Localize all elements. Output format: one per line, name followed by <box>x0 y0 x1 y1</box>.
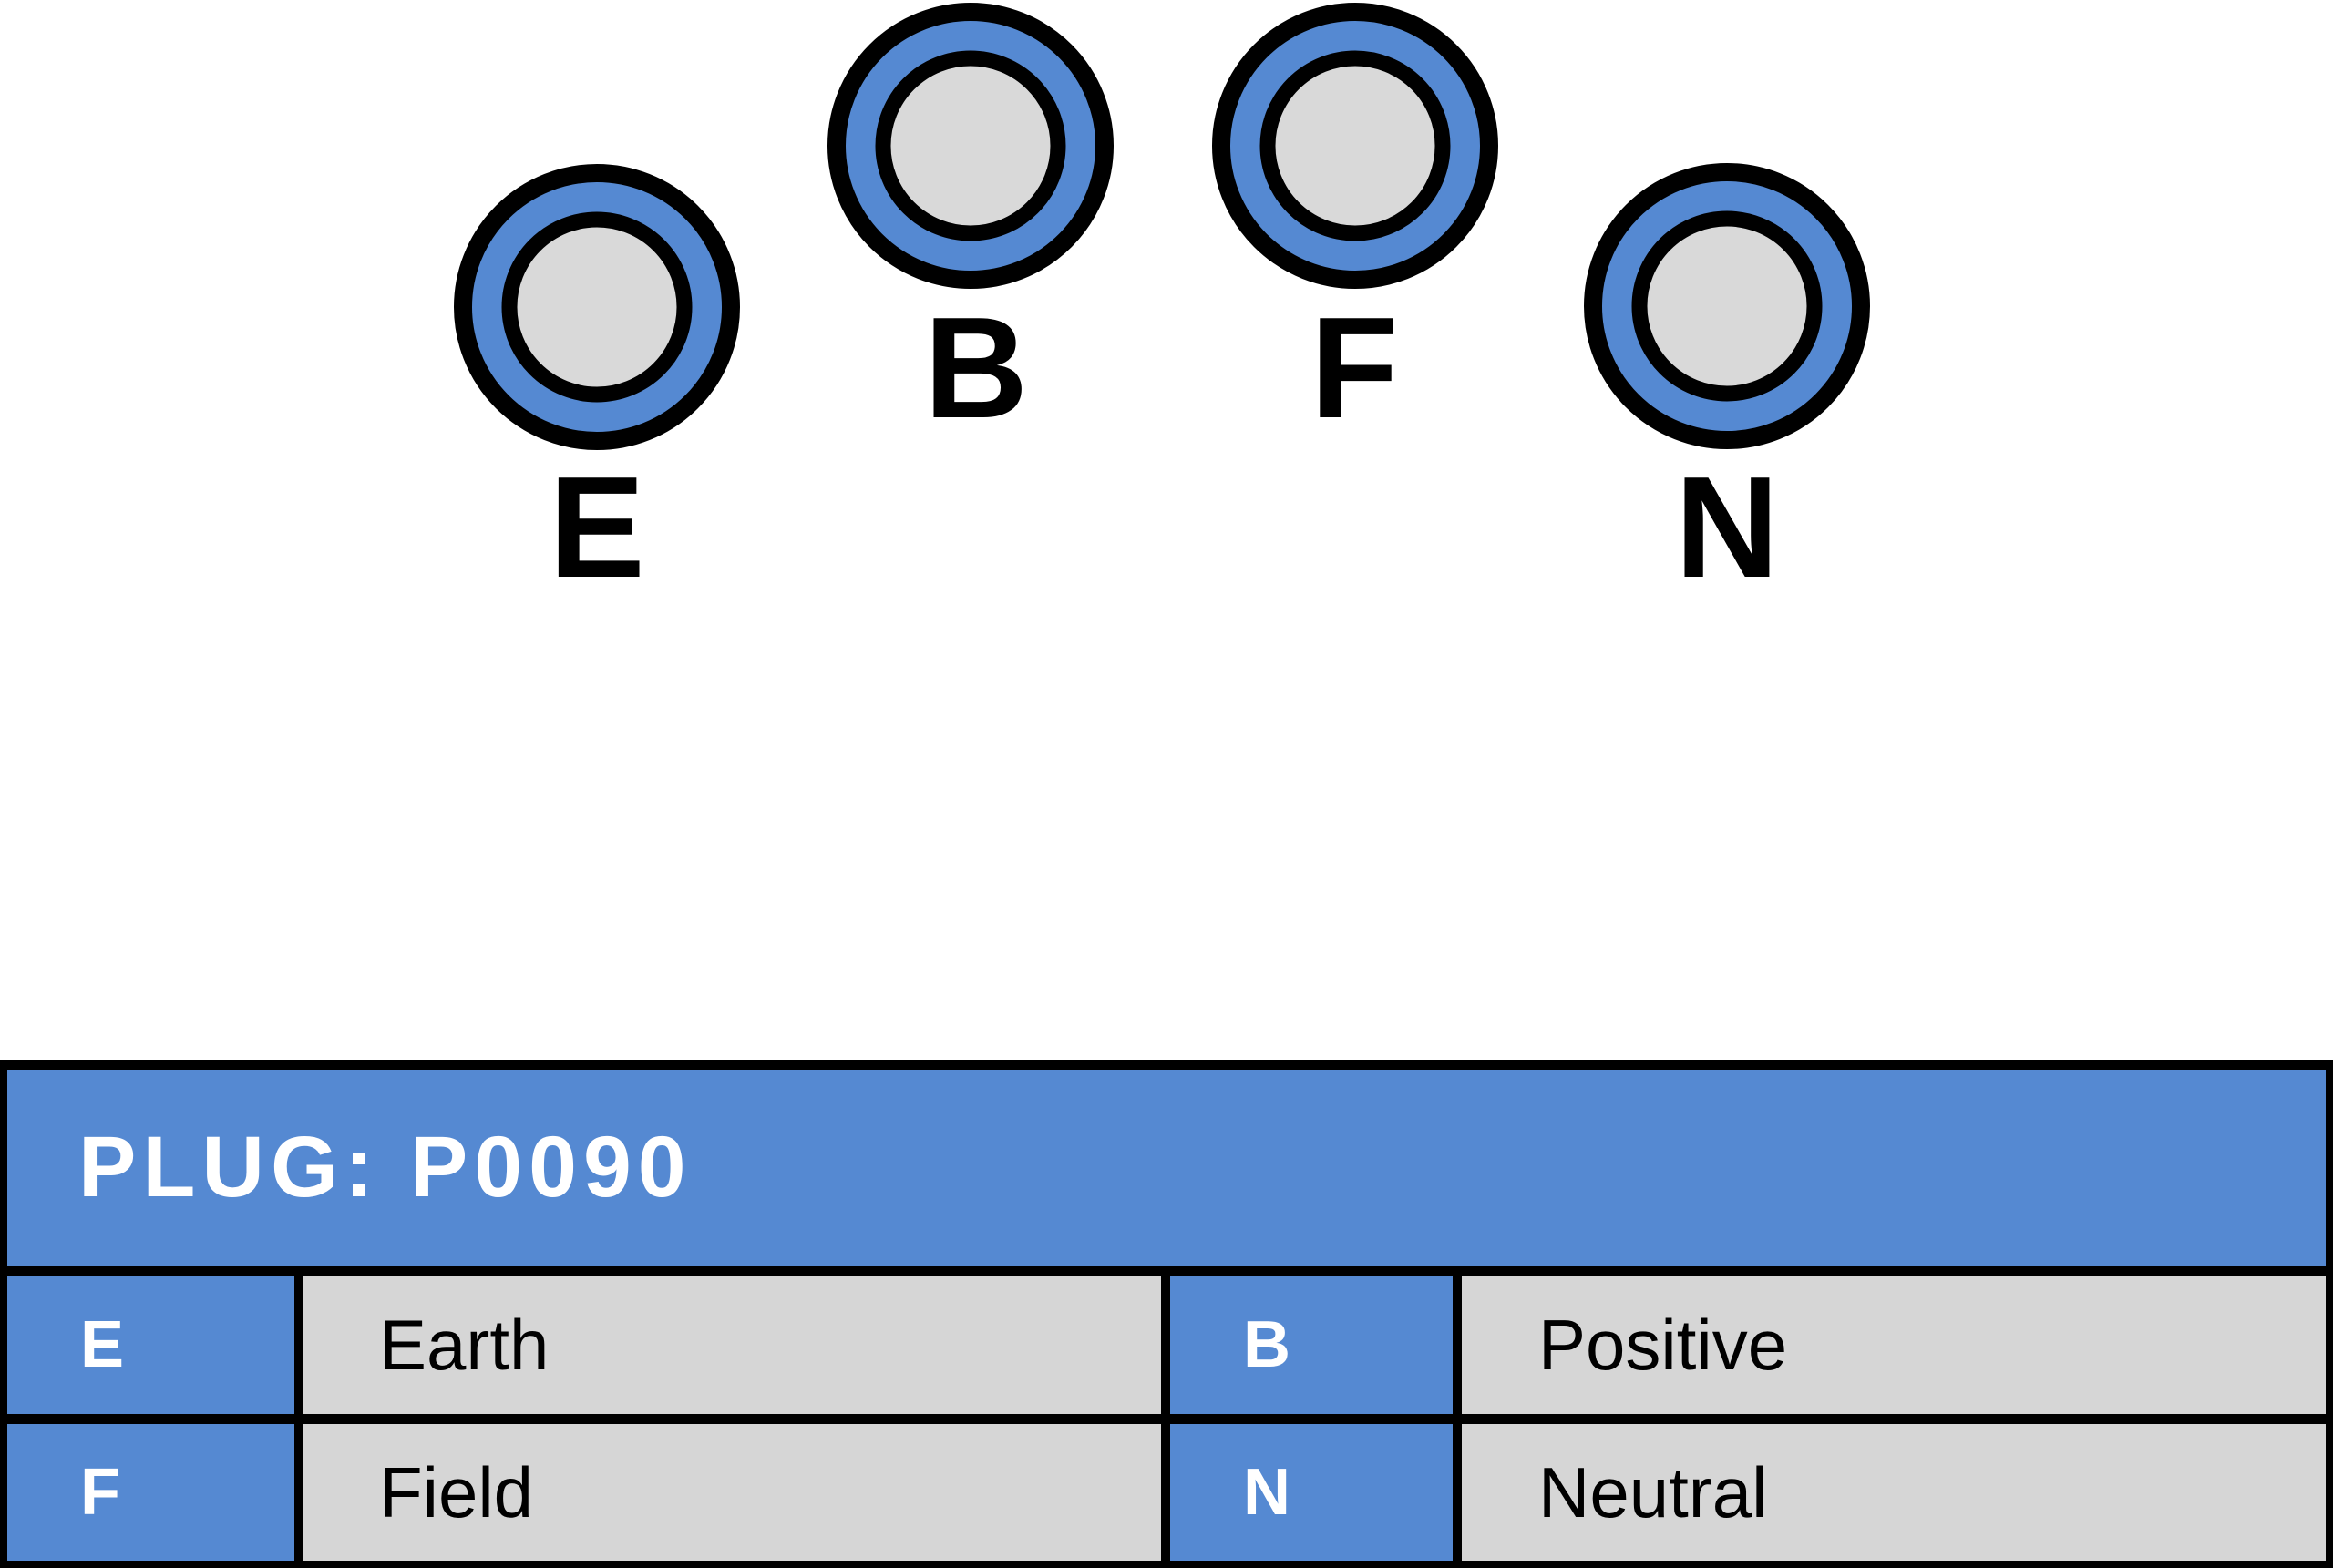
pin-label-n: N <box>1674 447 1780 608</box>
legend-key-n: N <box>1243 1456 1290 1529</box>
legend-key-b: B <box>1243 1308 1290 1381</box>
legend-desc-neutral: Neutral <box>1538 1451 1768 1532</box>
pin-label-f: F <box>1310 288 1399 448</box>
legend-title: PLUG: P0090 <box>78 1119 693 1215</box>
pin-f-socket-icon <box>1209 0 1501 292</box>
pin-label-b: B <box>923 288 1029 448</box>
pin-label-e: E <box>549 447 645 608</box>
legend-key-cell-b: B <box>1170 1276 1453 1414</box>
legend-desc-cell-neutral: Neutral <box>1462 1424 2326 1561</box>
pin-circle-graphic <box>827 3 1114 289</box>
legend-desc-cell-earth: Earth <box>303 1276 1161 1414</box>
legend-key-cell-f: F <box>7 1424 294 1561</box>
pin-circle-graphic <box>454 164 740 450</box>
legend-desc-cell-field: Field <box>303 1424 1161 1561</box>
legend-desc-cell-positive: Positive <box>1462 1276 2326 1414</box>
plug-legend-table: PLUG: P0090 E Earth B Positive F Field N… <box>0 1060 2333 1568</box>
pin-e-socket-icon <box>451 161 743 453</box>
legend-key-f: F <box>80 1456 120 1529</box>
legend-desc-field: Field <box>379 1451 534 1532</box>
pin-circle-graphic <box>1212 3 1498 289</box>
legend-key-cell-n: N <box>1170 1424 1453 1561</box>
pin-circle-graphic <box>1584 163 1870 449</box>
legend-header: PLUG: P0090 <box>7 1070 2326 1266</box>
pin-b-socket-icon <box>825 0 1116 292</box>
legend-key-cell-e: E <box>7 1276 294 1414</box>
pin-n-socket-icon <box>1581 160 1873 452</box>
legend-key-e: E <box>80 1308 125 1381</box>
legend-desc-earth: Earth <box>379 1304 550 1385</box>
legend-desc-positive: Positive <box>1538 1304 1788 1385</box>
